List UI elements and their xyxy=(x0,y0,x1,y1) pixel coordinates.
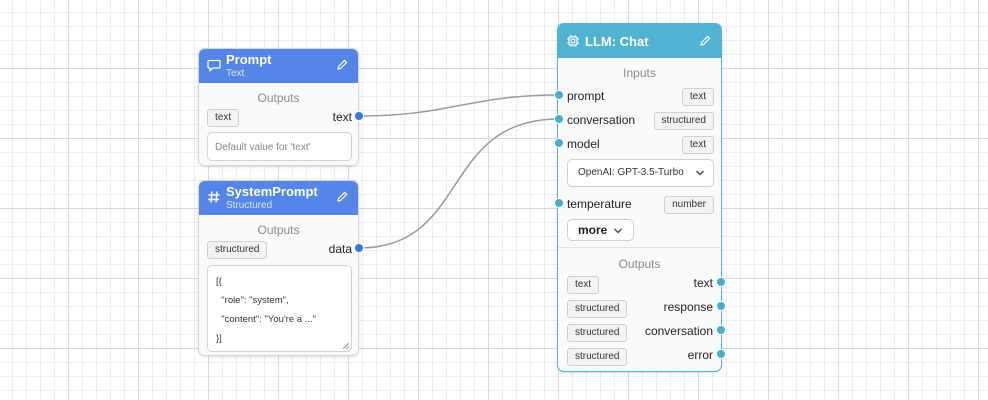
chat-bubble-icon xyxy=(207,59,221,72)
prompt-default-value-input[interactable]: Default value for 'text' xyxy=(207,132,352,161)
systemprompt-node-header[interactable]: SystemPrompt Structured xyxy=(199,181,358,215)
pencil-icon[interactable] xyxy=(336,191,348,203)
llm-output-type-badge-response: structured xyxy=(567,300,628,318)
systemprompt-output-handle-data[interactable] xyxy=(354,243,364,253)
model-select[interactable]: OpenAI: GPT-3.5-Turbo xyxy=(567,159,714,187)
llm-output-handle-conversation[interactable] xyxy=(716,325,726,335)
code-line: "role": "system", xyxy=(216,295,289,306)
prompt-outputs-label: Outputs xyxy=(257,91,300,105)
code-line: [{ xyxy=(216,276,222,287)
llm-input-type-badge-conversation: structured xyxy=(653,112,714,130)
llm-output-handle-response[interactable] xyxy=(716,301,726,311)
llm-output-name-response: response xyxy=(663,300,713,314)
llm-input-type-badge-model: text xyxy=(681,136,714,154)
hash-icon xyxy=(208,191,220,203)
systemprompt-node[interactable]: SystemPrompt Structured Outputs structur… xyxy=(198,180,359,356)
code-line: "content": "You're a ..." xyxy=(216,314,316,325)
prompt-output-handle-text[interactable] xyxy=(354,111,364,121)
llm-input-name-temperature: temperature xyxy=(567,197,632,211)
llm-output-type-badge-text: text xyxy=(567,276,600,294)
llm-chat-node-title: LLM: Chat xyxy=(585,34,649,49)
prompt-output-name: text xyxy=(332,110,352,124)
chevron-down-icon xyxy=(696,170,704,176)
prompt-output-type-badge: text xyxy=(207,109,240,127)
systemprompt-node-title: SystemPrompt xyxy=(226,184,318,199)
llm-output-name-text: text xyxy=(693,276,713,290)
model-select-value: OpenAI: GPT-3.5-Turbo xyxy=(578,167,684,178)
pencil-icon[interactable] xyxy=(699,35,711,47)
llm-outputs-label: Outputs xyxy=(618,257,661,271)
pencil-icon[interactable] xyxy=(336,59,348,71)
llm-inputs-label: Inputs xyxy=(623,66,656,80)
code-line: }] xyxy=(216,333,222,344)
llm-output-type-badge-conversation: structured xyxy=(567,324,628,342)
llm-chat-node[interactable]: LLM: Chat Inputs prompt text conversatio… xyxy=(557,23,722,372)
llm-output-handle-error[interactable] xyxy=(716,349,726,359)
systemprompt-output-type-badge: structured xyxy=(207,241,268,259)
llm-output-name-conversation: conversation xyxy=(644,324,713,338)
llm-input-type-badge-temperature: number xyxy=(664,196,714,214)
chip-icon xyxy=(567,35,579,47)
llm-input-handle-prompt[interactable] xyxy=(554,90,564,100)
llm-output-type-badge-error: structured xyxy=(567,348,628,366)
llm-input-handle-temperature[interactable] xyxy=(554,198,564,208)
llm-input-name-prompt: prompt xyxy=(567,89,605,103)
llm-chat-node-header[interactable]: LLM: Chat xyxy=(558,24,721,58)
prompt-node-title: Prompt xyxy=(226,52,272,67)
llm-input-name-model: model xyxy=(567,137,600,151)
wire-prompt-text-to-llm-prompt[interactable] xyxy=(358,94,560,117)
chevron-down-icon xyxy=(614,228,623,234)
prompt-node-header[interactable]: Prompt Text xyxy=(199,49,358,83)
llm-output-handle-text[interactable] xyxy=(716,277,726,287)
resize-grip-icon[interactable] xyxy=(343,343,349,349)
llm-input-handle-model[interactable] xyxy=(554,138,564,148)
systemprompt-output-name: data xyxy=(328,242,352,256)
llm-input-name-conversation: conversation xyxy=(567,113,636,127)
wire-systemprompt-data-to-llm-conversation[interactable] xyxy=(358,118,560,249)
systemprompt-json-editor[interactable]: [{ "role": "system", "content": "You're … xyxy=(207,265,352,352)
systemprompt-node-subtitle: Structured xyxy=(226,200,273,211)
llm-output-name-error: error xyxy=(687,348,713,362)
llm-input-handle-conversation[interactable] xyxy=(554,114,564,124)
more-button-label: more xyxy=(578,223,608,237)
more-button[interactable]: more xyxy=(567,219,635,241)
systemprompt-outputs-label: Outputs xyxy=(257,223,300,237)
prompt-node[interactable]: Prompt Text Outputs text text Default va… xyxy=(198,48,359,166)
llm-section-divider xyxy=(558,247,721,248)
prompt-node-subtitle: Text xyxy=(226,68,245,79)
llm-input-type-badge-prompt: text xyxy=(681,88,714,106)
